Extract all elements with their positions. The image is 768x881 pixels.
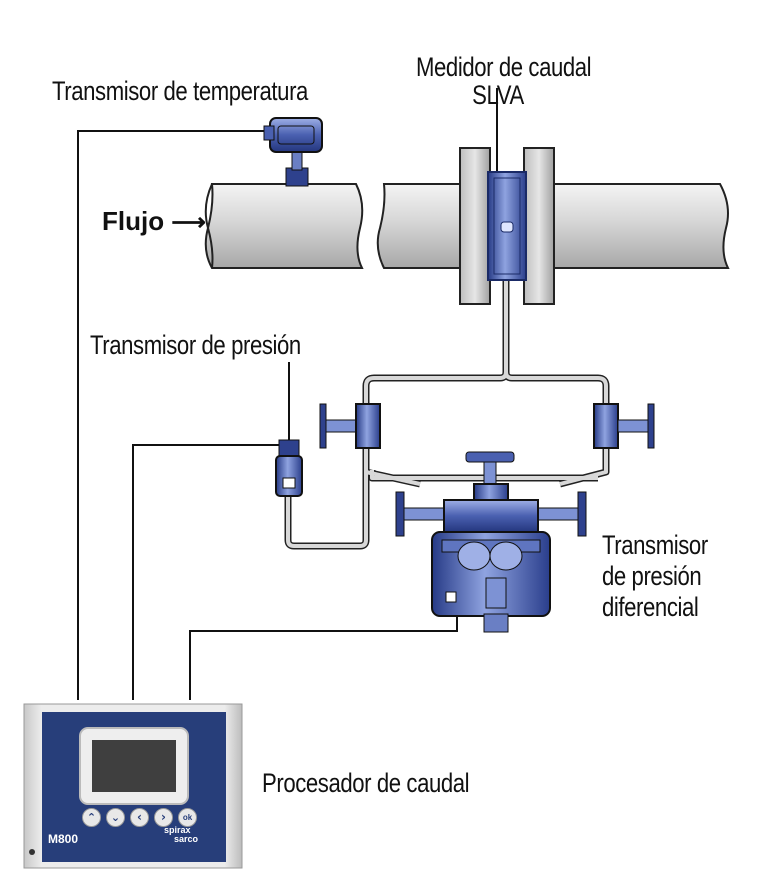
left-button[interactable]: ‹ (130, 808, 149, 827)
temperature-transmitter-label: Transmisor de temperatura (52, 76, 308, 106)
ok-button[interactable]: ok (178, 808, 197, 827)
processor-label: Procesador de caudal (262, 768, 470, 798)
flow-label: Flujo ⟶ (102, 206, 206, 237)
right-isolation-valve (593, 403, 655, 449)
brand-line1: spirax (164, 825, 191, 835)
left-isolation-valve (319, 403, 381, 449)
wire-dp (189, 612, 458, 700)
down-button[interactable]: ⌄ (106, 808, 125, 827)
pressure-transmitter-label: Transmisor de presión (90, 330, 301, 360)
slva-flowmeter (459, 147, 555, 305)
dp-transmitter-label-line2: de presión (602, 561, 702, 591)
signal-wires (77, 88, 498, 700)
wire-pressure (132, 444, 280, 700)
wire-temperature (77, 130, 268, 700)
dp-transmitter-label-line3: diferencial (602, 592, 699, 622)
temperature-transmitter-device (263, 117, 323, 187)
flow-text: Flujo (102, 206, 165, 236)
up-button[interactable]: ⌃ (82, 808, 101, 827)
flowmeter-label-line1: Medidor de caudal (416, 52, 592, 82)
m800-buttons: ⌃ ⌄ ‹ › ok (82, 808, 197, 827)
spirax-sarco-logo: spirax sarco (164, 826, 198, 844)
pressure-transmitter-device (275, 439, 303, 497)
dp-transmitter-label-line1: Transmisor (602, 530, 708, 560)
brand-line2: sarco (174, 834, 199, 844)
impulse-tubing (284, 230, 610, 550)
right-button[interactable]: › (154, 808, 173, 827)
m800-casing (23, 703, 243, 869)
dp-transmitter-device (395, 451, 587, 633)
left-pipe-section (204, 183, 364, 269)
flowmeter-label-line2: SLVA (472, 80, 524, 110)
m800-model-label: M800 (48, 832, 79, 846)
flow-arrow-icon: ⟶ (171, 209, 206, 236)
